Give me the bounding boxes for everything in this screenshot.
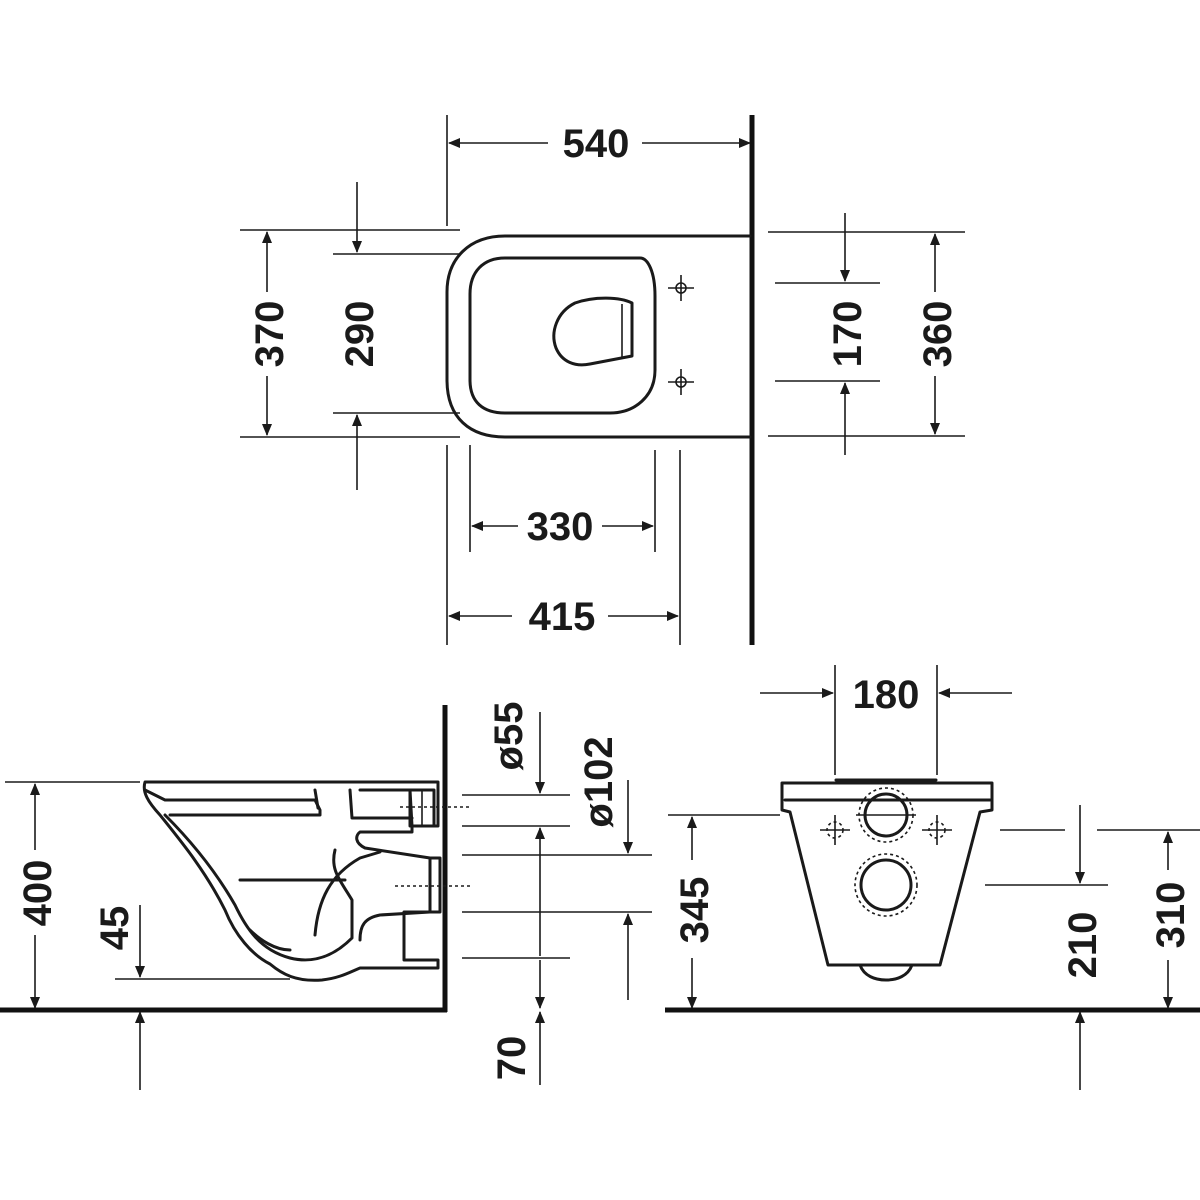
bolt-mark-upper [668,275,694,301]
dim-370: 370 [248,301,292,368]
dim-o55: ø55 [487,702,531,771]
dim-360: 360 [916,301,960,368]
inlet-opening [856,787,916,843]
bowl-inner-rim [468,256,657,415]
dim-330: 330 [527,505,594,549]
top-view: 540 370 290 170 360 330 415 [240,115,965,645]
dim-210: 210 [1061,912,1105,979]
dim-540: 540 [563,122,630,166]
dim-70: 70 [490,1036,534,1081]
dim-345: 345 [673,877,717,944]
bowl-outer-outline [445,234,752,439]
dim-310: 310 [1149,882,1193,949]
rear-bolt-left [820,815,850,845]
dim-45: 45 [93,906,137,951]
side-view: 400 45 ø55 ø102 70 [0,702,652,1090]
bowl-rear-outline [780,781,994,967]
dim-170: 170 [826,301,870,368]
dim-180: 180 [853,673,920,717]
outlet-opening [854,853,918,917]
dim-415: 415 [529,595,596,639]
bowl-side-inner [163,813,354,962]
dim-290: 290 [338,301,382,368]
bowl-drain-shape [552,296,634,367]
rear-view: 180 345 210 310 [665,665,1200,1090]
bolt-mark-lower [668,369,694,395]
rear-bolt-right [922,815,952,845]
dim-o102: ø102 [577,736,621,827]
bowl-side-profile [142,780,440,982]
dim-400: 400 [16,860,60,927]
